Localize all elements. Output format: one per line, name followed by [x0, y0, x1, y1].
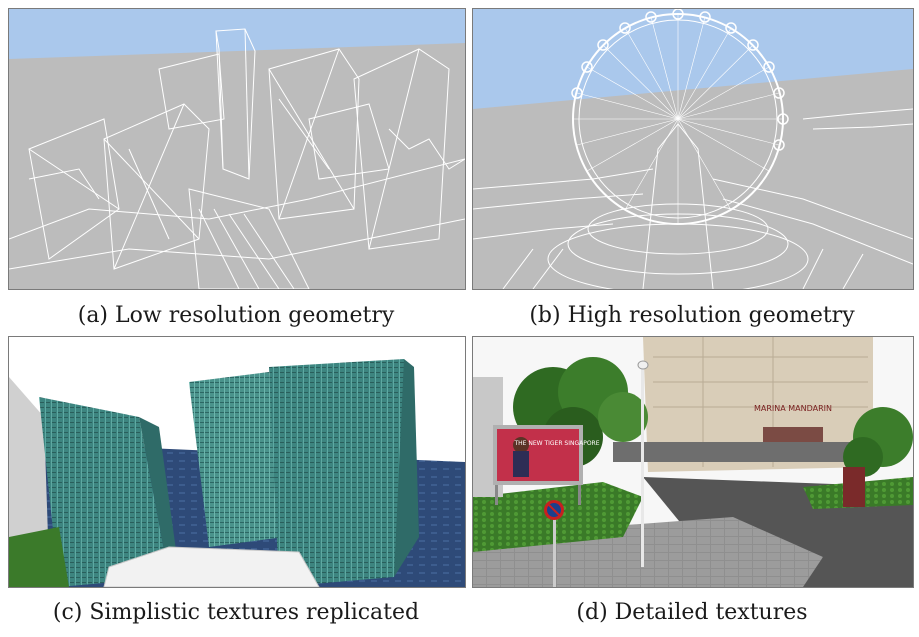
panel-a-image: [8, 8, 466, 290]
building-right-tower: [269, 359, 409, 587]
wireframe-buildings: [9, 28, 465, 289]
roof-white: [103, 546, 320, 587]
building-left-teal: [39, 397, 169, 587]
building-center: [189, 372, 284, 547]
panel-c-image: [8, 336, 466, 588]
caption-c: (c) Simplistic textures replicated: [52, 600, 420, 625]
panel-b-image: [472, 8, 914, 290]
wireframe-ferris-wheel: [473, 9, 913, 289]
billboard: THE NEW TIGER SINGAPORE: [493, 425, 600, 505]
ground: [473, 69, 913, 289]
building-left-grey: [9, 377, 49, 572]
panel-d-image: MARINA MANDARIN THE NEW TIGER SINGAPORE: [472, 336, 914, 588]
hotel-sign: MARINA MANDARIN: [754, 404, 832, 413]
caption-a: (a) Low resolution geometry: [77, 303, 395, 328]
grass-strip: [9, 527, 69, 587]
billboard-text: THE NEW TIGER SINGAPORE: [513, 440, 599, 447]
caption-b: (b) High resolution geometry: [529, 303, 855, 328]
no-parking-sign: [544, 500, 564, 587]
ground: [9, 43, 465, 289]
caption-d: (d) Detailed textures: [576, 600, 808, 625]
street-lamp: [637, 360, 649, 567]
